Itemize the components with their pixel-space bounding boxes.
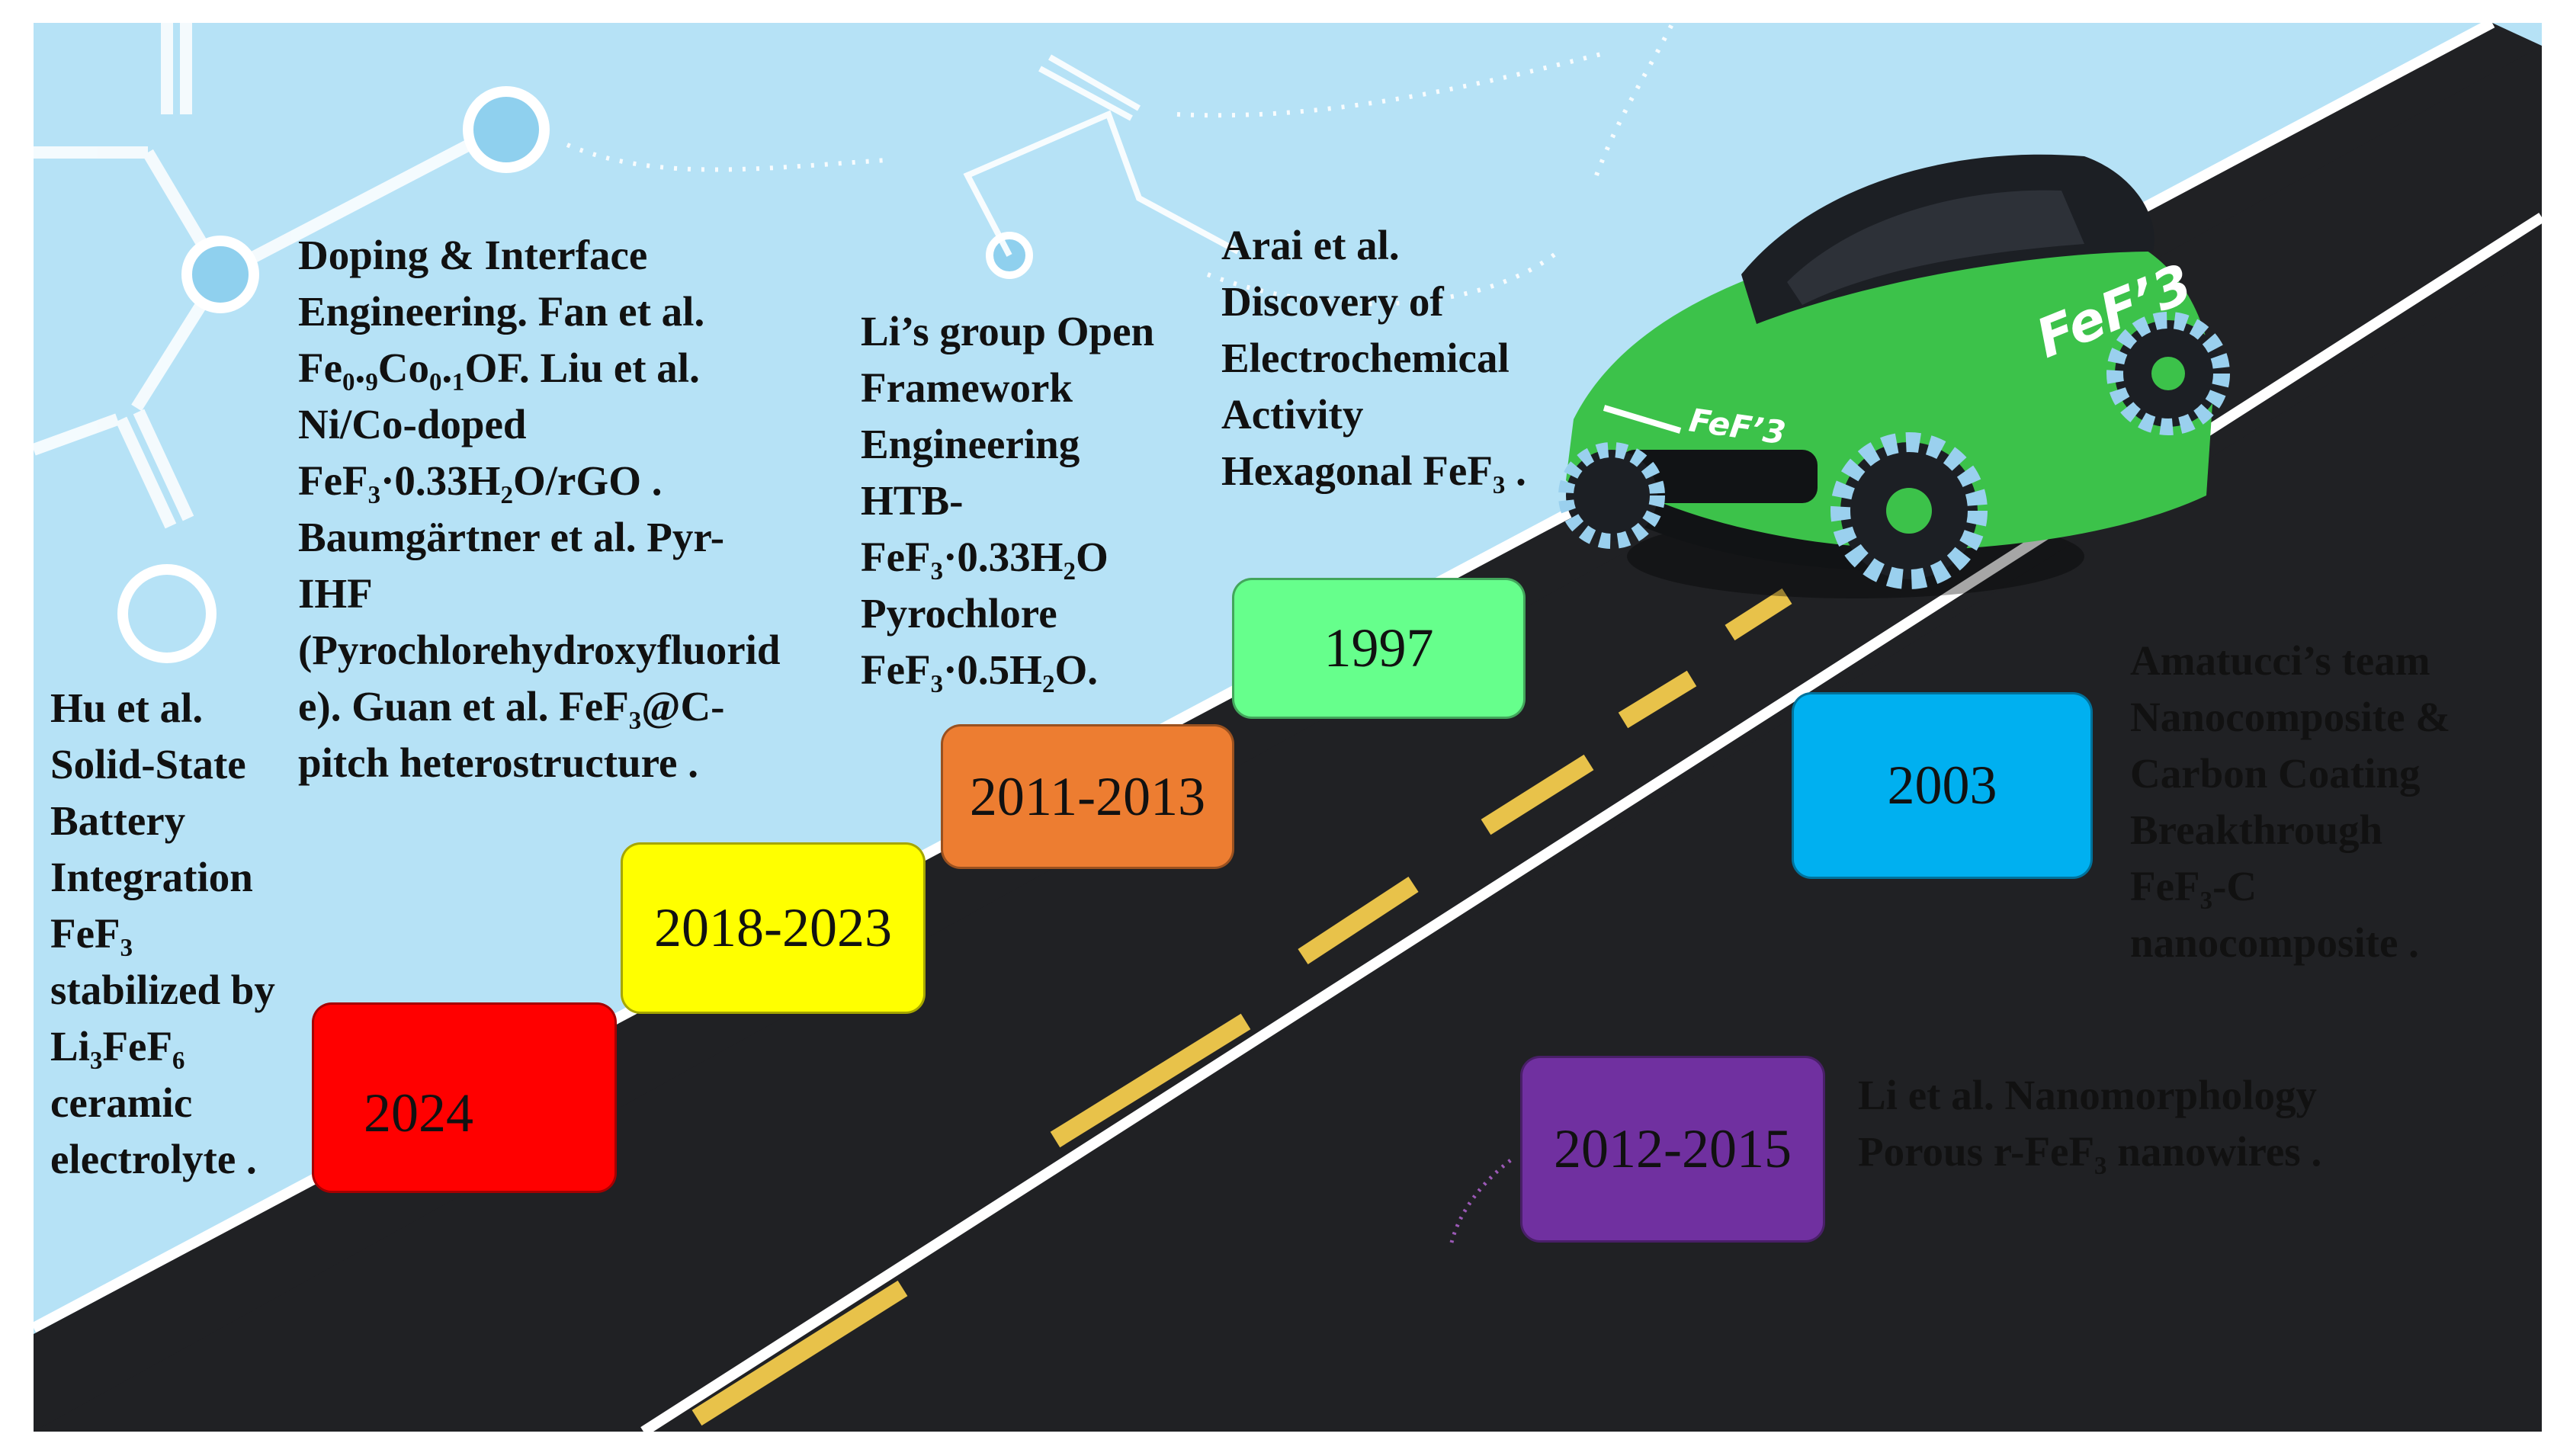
text-line: Hu et al. <box>50 685 204 731</box>
milestone-text-1997: Arai et al. Discovery of Electrochemical… <box>1221 217 1526 499</box>
text-line: Doping & Interface <box>298 232 648 278</box>
text-line: Engineering <box>861 421 1080 467</box>
text-line: stabilized by <box>50 967 275 1013</box>
text-line: IHF <box>298 570 373 617</box>
text-line: ceramic <box>50 1079 193 1126</box>
milestone-text-2018-2023: Doping & Interface Engineering. Fan et a… <box>298 227 781 791</box>
text-line: Engineering. Fan et al. <box>298 288 705 335</box>
text-line: Activity <box>1221 391 1364 438</box>
text-line: Fe₀.₉Co₀.₁OF. Liu et al. <box>298 345 700 391</box>
lane-dash <box>1618 670 1697 729</box>
text-line: FeF₃-C <box>2130 863 2257 909</box>
dotted-path <box>566 23 1675 306</box>
text-line: Carbon Coating <box>2130 750 2421 797</box>
text-line: (Pyrochlorehydroxyfluorid <box>298 627 781 673</box>
atom-node <box>117 564 217 663</box>
year-label: 1997 <box>1324 617 1434 678</box>
car-wheel <box>1558 442 1665 549</box>
molecule-graphic <box>963 54 1240 257</box>
text-line: FeF₃·0.5H₂O. <box>861 646 1098 693</box>
text-line: Li₃FeF₆ <box>50 1023 185 1070</box>
year-label: 2003 <box>1887 755 1997 816</box>
text-line: Integration <box>50 854 253 900</box>
year-box-2018-2023: 2018-2023 <box>621 842 926 1014</box>
year-label: 2018-2023 <box>654 897 892 958</box>
lane-markings <box>691 588 1792 1426</box>
year-box-2003: 2003 <box>1792 692 2093 879</box>
text-line: FeF₃·0.33H₂O/rGO . <box>298 457 663 504</box>
text-line: Li’s group Open <box>861 308 1155 354</box>
lane-dash <box>691 1280 908 1426</box>
year-label: 2011-2013 <box>969 765 1206 827</box>
text-line: Battery <box>50 797 186 844</box>
text-line: electrolyte . <box>50 1136 257 1182</box>
text-line: Breakthrough <box>2130 807 2383 853</box>
lane-dash <box>1050 1013 1251 1148</box>
road-edge-line <box>640 213 2542 1432</box>
scene-illustration: FeF’3 FeF’3 <box>34 23 2542 1432</box>
year-box-2024: 2024 <box>312 1002 617 1193</box>
text-line: Solid-State <box>50 741 246 787</box>
sky-background: FeF’3 FeF’3 2024 2018-2023 2011-2013 199… <box>34 23 2542 1432</box>
milestone-text-2011-2013: Li’s group Open Framework Engineering HT… <box>861 303 1154 698</box>
milestone-text-2024: Hu et al. Solid-State Battery Integratio… <box>50 680 275 1188</box>
text-line: e). Guan et al. FeF₃@C- <box>298 683 725 730</box>
text-line: Li et al. Nanomorphology <box>1858 1072 2317 1118</box>
lane-dash <box>1481 754 1594 835</box>
text-line: nanocomposite . <box>2130 919 2419 966</box>
text-line: Framework <box>861 364 1073 411</box>
text-line: Hexagonal FeF₃ . <box>1221 447 1526 494</box>
lane-dash <box>1725 588 1792 641</box>
milestone-text-2003: Amatucci’s team Nanocomposite & Carbon C… <box>2130 633 2450 971</box>
text-line: FeF₃·0.33H₂O <box>861 534 1109 580</box>
text-line: Pyrochlore <box>861 590 1057 637</box>
year-label: 2024 <box>364 1082 473 1143</box>
lane-dash <box>1298 876 1419 965</box>
text-line: Ni/Co-doped <box>298 401 527 447</box>
atom-node <box>463 86 550 173</box>
text-line: FeF₃ <box>50 910 133 957</box>
text-line: Baumgärtner et al. Pyr- <box>298 514 725 560</box>
year-box-1997: 1997 <box>1232 578 1526 719</box>
atom-node <box>181 236 259 313</box>
year-label: 2012-2015 <box>1554 1118 1792 1179</box>
accent-curve <box>1449 1157 1514 1243</box>
text-line: Discovery of <box>1221 278 1444 325</box>
text-line: Nanocomposite & <box>2130 694 2451 740</box>
electric-car: FeF’3 FeF’3 <box>1558 154 2230 598</box>
text-line: pitch heterostructure . <box>298 739 698 786</box>
text-line: Amatucci’s team <box>2130 637 2430 684</box>
text-line: Electrochemical <box>1221 335 1510 381</box>
year-box-2012-2015: 2012-2015 <box>1520 1056 1825 1243</box>
text-line: HTB- <box>861 477 964 524</box>
text-line: Porous r-FeF₃ nanowires . <box>1858 1128 2322 1175</box>
year-box-2011-2013: 2011-2013 <box>941 724 1234 869</box>
milestone-text-2012-2015: Li et al. Nanomorphology Porous r-FeF₃ n… <box>1858 1067 2321 1180</box>
text-line: Arai et al. <box>1221 222 1400 268</box>
